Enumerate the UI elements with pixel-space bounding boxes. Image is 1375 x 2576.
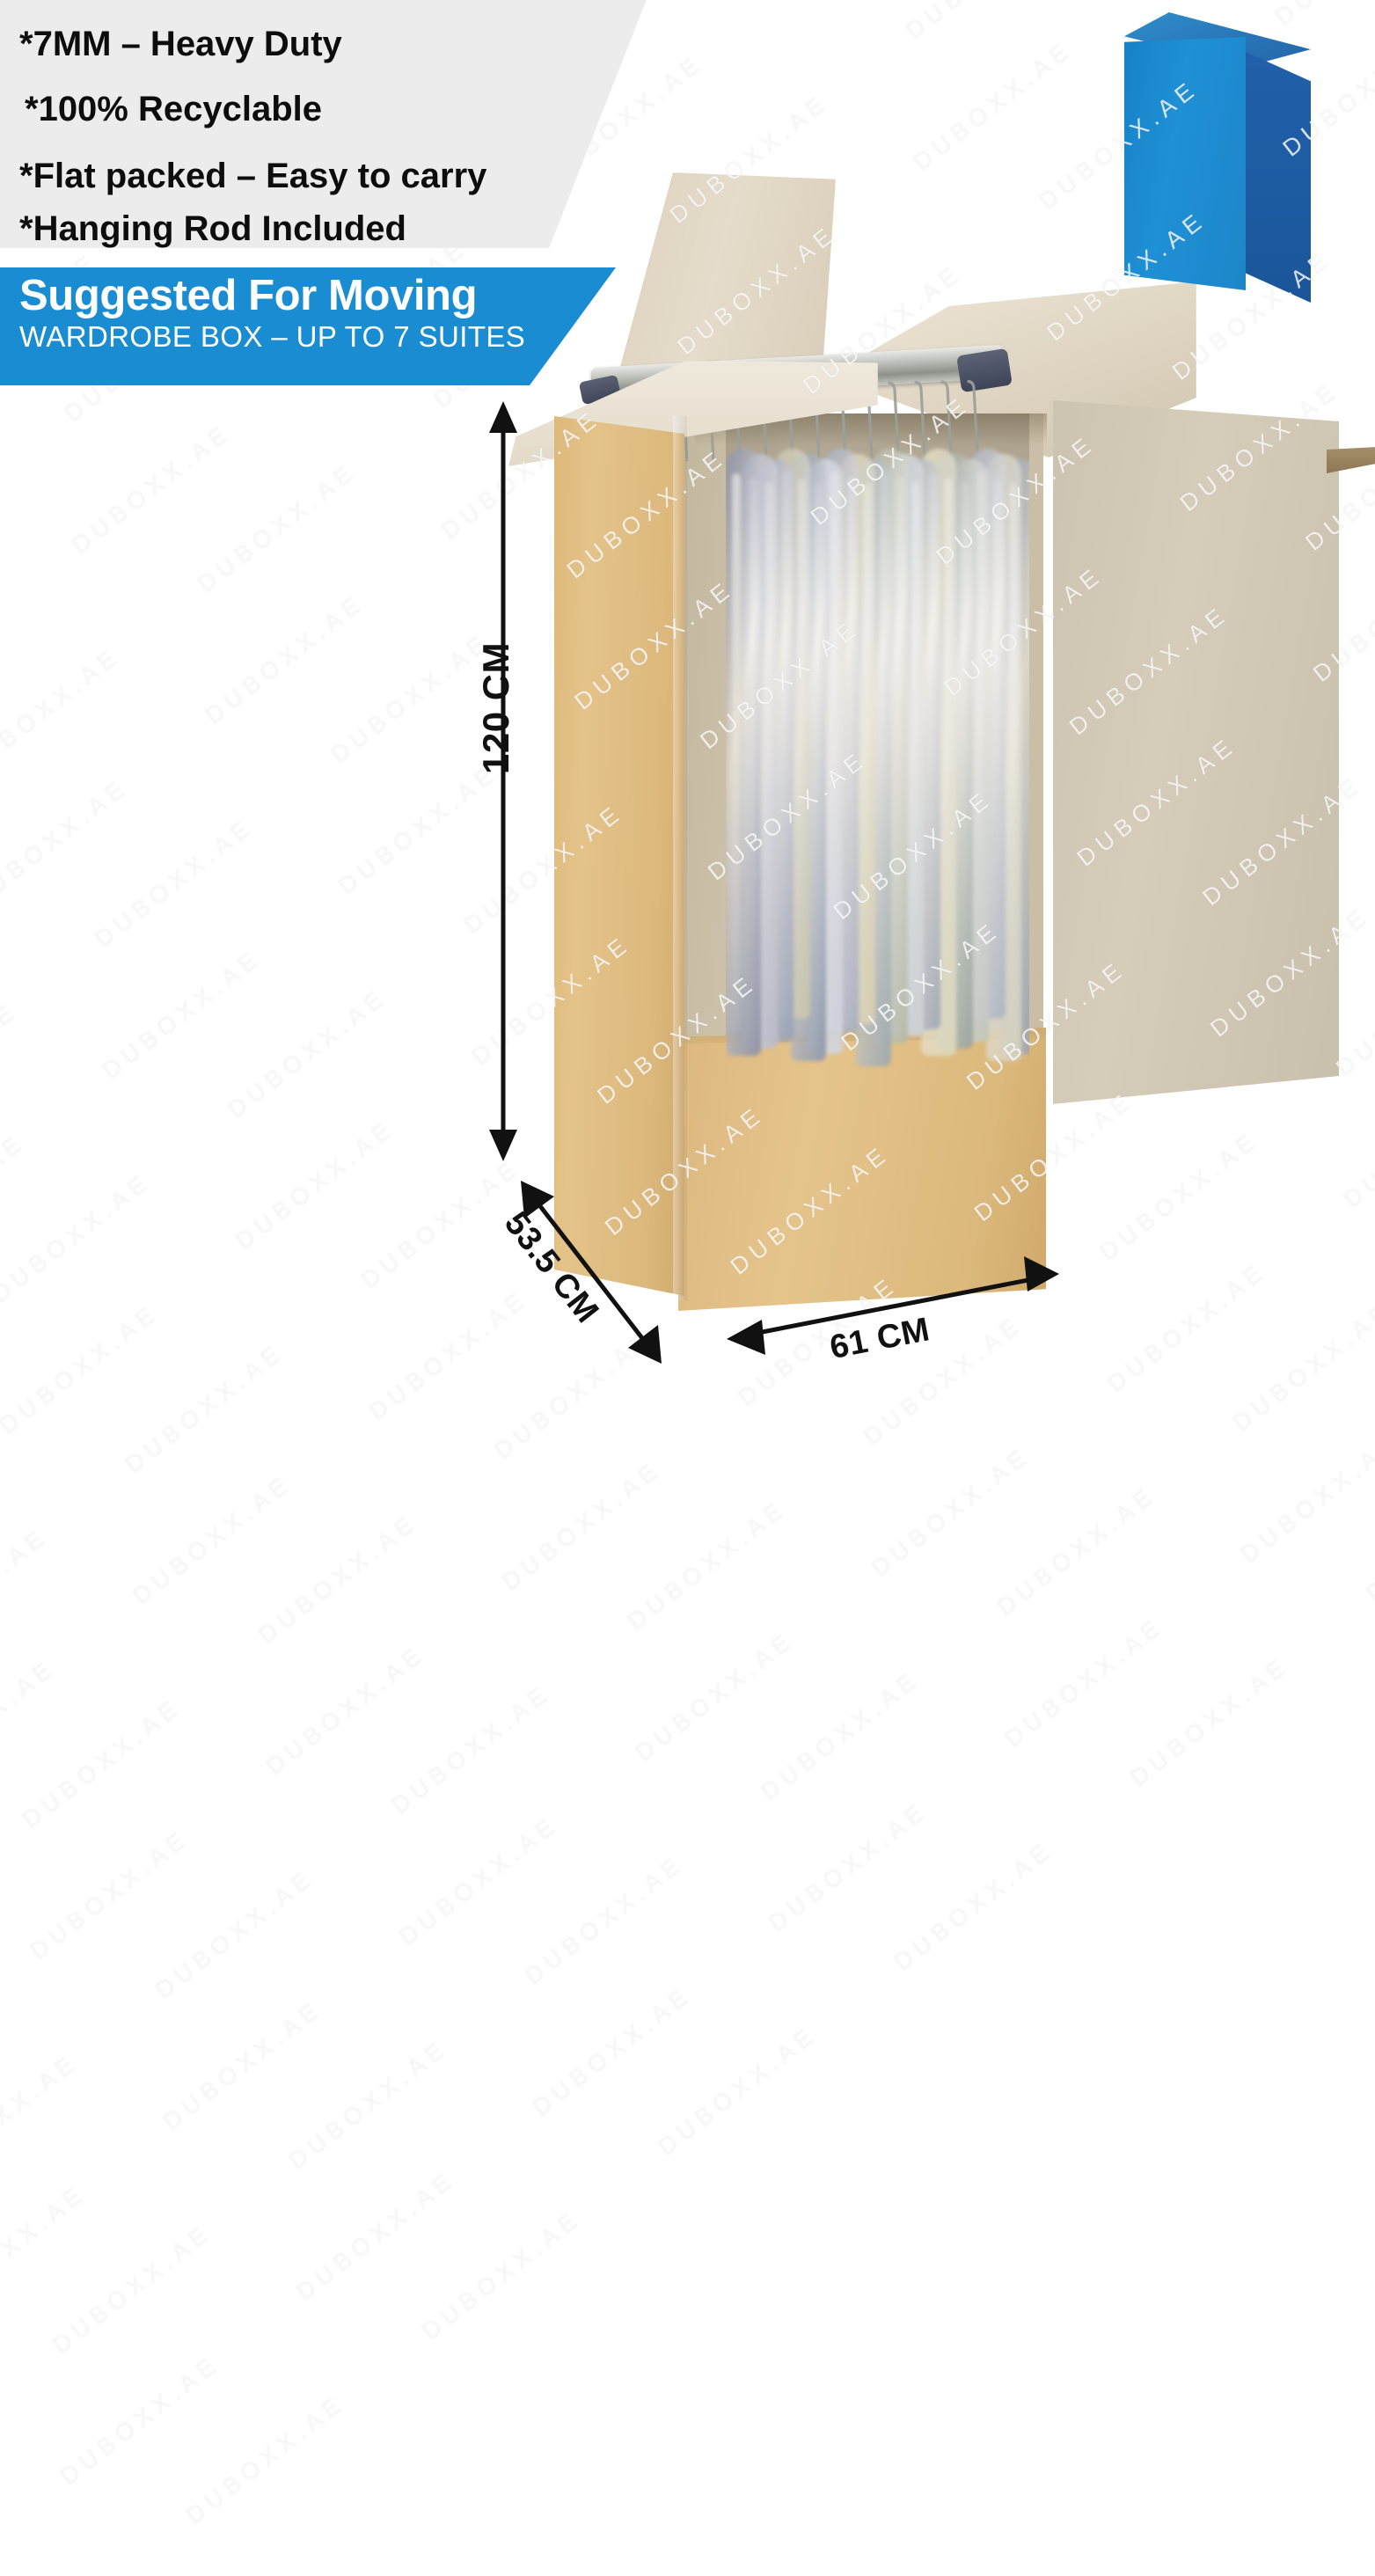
- watermark-text: DUBOXX.AE: [764, 1797, 933, 1937]
- watermark-text: DUBOXX.AE: [291, 2165, 461, 2306]
- watermark-text: DUBOXX.AE: [394, 1810, 564, 1950]
- watermark-text: DUBOXX.AE: [527, 1980, 697, 2121]
- watermark-text: DUBOXX.AE: [25, 1824, 194, 1965]
- watermark-text: DUBOXX.AE: [1361, 1467, 1375, 1607]
- watermark-text: DUBOXX.AE: [653, 2020, 823, 2161]
- feature-item-thickness: *7MM – Heavy Duty: [19, 26, 695, 62]
- carton-left-side-panel: [554, 416, 684, 1296]
- blue-box-icon: [1124, 12, 1320, 304]
- blue-box-front-face: [1124, 37, 1246, 290]
- carton-lower-front-panel: [678, 1038, 1046, 1311]
- watermark-text: DUBOXX.AE: [128, 1469, 297, 1610]
- carton-flap-right-open: [1053, 400, 1339, 1104]
- watermark-text: DUBOXX.AE: [623, 1494, 793, 1635]
- watermark-text: DUBOXX.AE: [150, 1863, 320, 2004]
- garments-group: [726, 413, 1029, 1082]
- watermark-text: DUBOXX.AE: [48, 2218, 217, 2359]
- watermark-text: DUBOXX.AE: [386, 1679, 556, 1819]
- watermark-text: DUBOXX.AE: [0, 2047, 84, 2188]
- watermark-text: DUBOXX.AE: [1125, 1650, 1295, 1791]
- banner-subtitle: WARDROBE BOX – UP TO 7 SUITES: [19, 321, 616, 354]
- watermark-text: DUBOXX.AE: [630, 1626, 800, 1767]
- watermark-text: DUBOXX.AE: [0, 1653, 62, 1794]
- watermark-text: DUBOXX.AE: [999, 1612, 1169, 1753]
- garment-item: [726, 449, 761, 1056]
- watermark-text: DUBOXX.AE: [283, 2034, 453, 2175]
- watermark-text: DUBOXX.AE: [180, 2389, 350, 2529]
- suggested-for-moving-banner: Suggested For Moving WARDROBE BOX – UP T…: [0, 267, 616, 385]
- watermark-text: DUBOXX.AE: [253, 1508, 423, 1649]
- watermark-text: DUBOXX.AE: [867, 1441, 1036, 1582]
- feature-item-recyclable: *100% Recyclable: [25, 91, 695, 127]
- carton-flap-right-edge: [1327, 447, 1375, 473]
- watermark-text: DUBOXX.AE: [158, 1994, 328, 2135]
- watermark-text: DUBOXX.AE: [17, 1693, 187, 1833]
- watermark-text: DUBOXX.AE: [0, 2179, 91, 2320]
- blue-box-side-face: [1244, 51, 1311, 303]
- watermark-text: DUBOXX.AE: [417, 2204, 587, 2345]
- carton-left-corner-highlight: [673, 416, 687, 1300]
- watermark-text: DUBOXX.AE: [260, 1639, 430, 1780]
- banner-title: Suggested For Moving: [19, 273, 616, 319]
- watermark-text: DUBOXX.AE: [756, 1665, 925, 1805]
- watermark-text: DUBOXX.AE: [889, 1835, 1058, 1976]
- watermark-text: DUBOXX.AE: [520, 1849, 690, 1990]
- watermark-text: DUBOXX.AE: [55, 2349, 225, 2490]
- watermark-text: DUBOXX.AE: [991, 1481, 1161, 1621]
- watermark-text: DUBOXX.AE: [1235, 1427, 1375, 1568]
- watermark-text: DUBOXX.AE: [497, 1455, 667, 1596]
- watermark-text: DUBOXX.AE: [0, 1522, 54, 1663]
